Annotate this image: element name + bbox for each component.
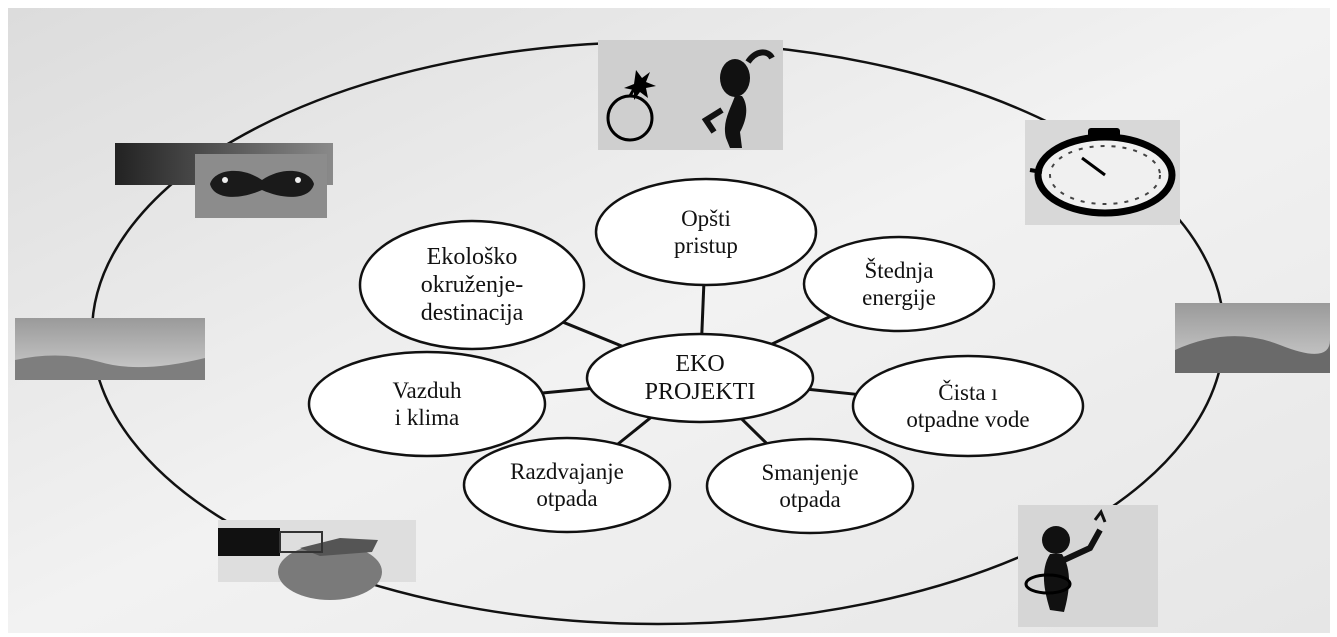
connector-stednja-energije [771,315,831,346]
bomb-hand-icon [218,520,416,600]
node-smanjenje-otpada [705,437,915,535]
node-ekolosko-okruzenje [358,219,586,351]
node-label-opsti-pristup: Opšti pristup [674,205,738,258]
stopwatch-icon [1025,120,1180,225]
connector-smanjenje-otpada [740,417,768,445]
connector-opsti-pristup [700,284,706,335]
connector-vazduh-klima [542,386,591,395]
center-node [585,332,815,424]
node-label-stednja-energije: Štednja energije [862,257,936,310]
center-label: EKO PROJEKTI [644,350,756,405]
node-razdvajanje-otpada [462,436,672,534]
node-stednja-energije [802,235,996,333]
node-vazduh-klima [307,350,547,458]
connectors [542,284,857,446]
node-label-smanjenje-otpada: Smanjenje otpada [761,459,859,512]
nodes [307,177,1085,535]
connector-cista-otpadne-vode [808,387,857,396]
landscape-icon [15,318,205,380]
landscape-icon [1175,303,1330,373]
node-label-cista-otpadne-vode: Čista ı otpadne vode [906,379,1030,432]
bomb-thinker-icon [598,40,783,150]
node-label-vazduh-klima: Vazduh i klima [392,377,462,430]
node-opsti-pristup [594,177,818,287]
node-label-ekolosko-okruzenje: Ekološko okruženje- destinacija [420,243,524,327]
butterfly-icon [115,143,333,218]
connector-razdvajanje-otpada [616,416,652,446]
node-cista-otpadne-vode [851,354,1085,458]
connector-ekolosko-okruzenje [562,320,623,348]
figure-icon [1018,505,1158,627]
node-label-razdvajanje-otpada: Razdvajanje otpada [510,458,624,511]
